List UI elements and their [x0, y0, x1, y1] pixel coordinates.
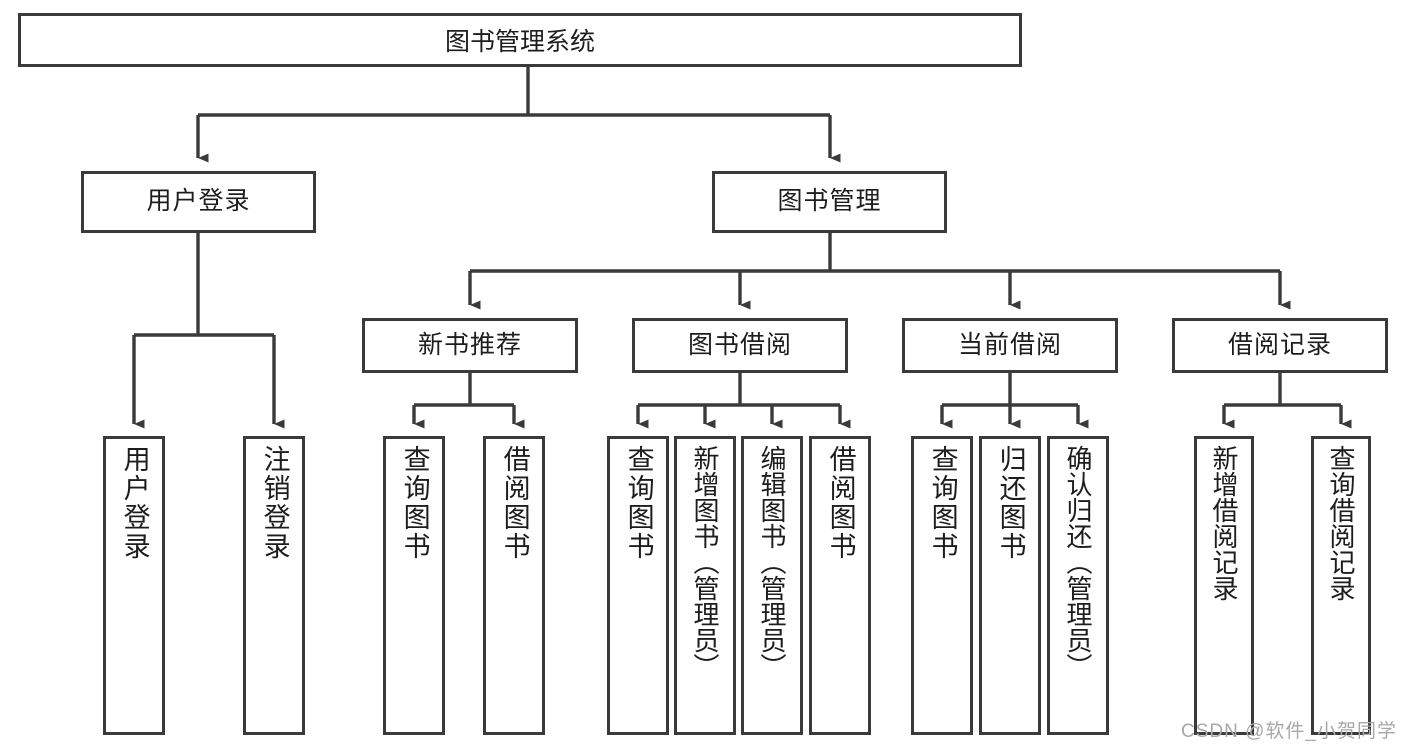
node-label: 新书推荐	[417, 330, 522, 359]
watermark-text: CSDN @软件_小贺同学	[1181, 721, 1397, 742]
leaf-query-book-current[interactable]: 查询图书	[911, 436, 973, 735]
leaf-confirm-return[interactable]: 确认归还（管理员）	[1047, 436, 1109, 735]
leaf-add-book[interactable]: 新增图书（管理员）	[674, 436, 736, 735]
node-label: 图书管理	[777, 187, 882, 216]
leaf-add-borrow-record[interactable]: 新增借阅记录	[1194, 436, 1254, 735]
node-label: 新增借阅记录	[1209, 445, 1240, 601]
node-label: 查询图书	[399, 445, 430, 561]
node-label: 借阅图书	[825, 445, 856, 561]
node-label: 编辑图书（管理员）	[757, 445, 788, 679]
node-label: 查询借阅记录	[1326, 445, 1357, 601]
node-label: 查询图书	[623, 445, 654, 561]
node-borrow-record[interactable]: 借阅记录	[1172, 318, 1388, 373]
node-label: 归还图书	[995, 445, 1026, 561]
node-label: 借阅记录	[1227, 330, 1332, 359]
node-label: 用户登录	[146, 187, 251, 216]
node-label: 当前借阅	[957, 330, 1062, 359]
leaf-borrow-book-recommend[interactable]: 借阅图书	[483, 436, 545, 735]
node-label: 图书管理系统	[444, 28, 595, 56]
node-label: 借阅图书	[499, 445, 530, 561]
node-label: 用户登录	[119, 445, 150, 561]
node-label: 注销登录	[259, 445, 290, 561]
leaf-edit-book[interactable]: 编辑图书（管理员）	[741, 436, 803, 735]
node-label: 查询图书	[927, 445, 958, 561]
leaf-query-book-recommend[interactable]: 查询图书	[383, 436, 445, 735]
node-root-system[interactable]: 图书管理系统	[18, 13, 1022, 67]
node-book-manage[interactable]: 图书管理	[712, 171, 947, 233]
node-new-book-recommend[interactable]: 新书推荐	[362, 318, 578, 373]
leaf-return-book[interactable]: 归还图书	[979, 436, 1041, 735]
node-book-borrow[interactable]: 图书借阅	[632, 318, 848, 373]
leaf-user-logout[interactable]: 注销登录	[243, 436, 305, 735]
node-label: 图书借阅	[687, 330, 792, 359]
leaf-user-login[interactable]: 用户登录	[103, 436, 165, 735]
leaf-query-borrow-record[interactable]: 查询借阅记录	[1311, 436, 1371, 735]
node-label: 新增图书（管理员）	[690, 445, 721, 679]
node-current-borrow[interactable]: 当前借阅	[902, 318, 1118, 373]
node-user-login[interactable]: 用户登录	[81, 171, 316, 233]
leaf-query-book-borrow[interactable]: 查询图书	[607, 436, 669, 735]
node-label: 确认归还（管理员）	[1063, 445, 1094, 679]
leaf-borrow-book[interactable]: 借阅图书	[809, 436, 871, 735]
